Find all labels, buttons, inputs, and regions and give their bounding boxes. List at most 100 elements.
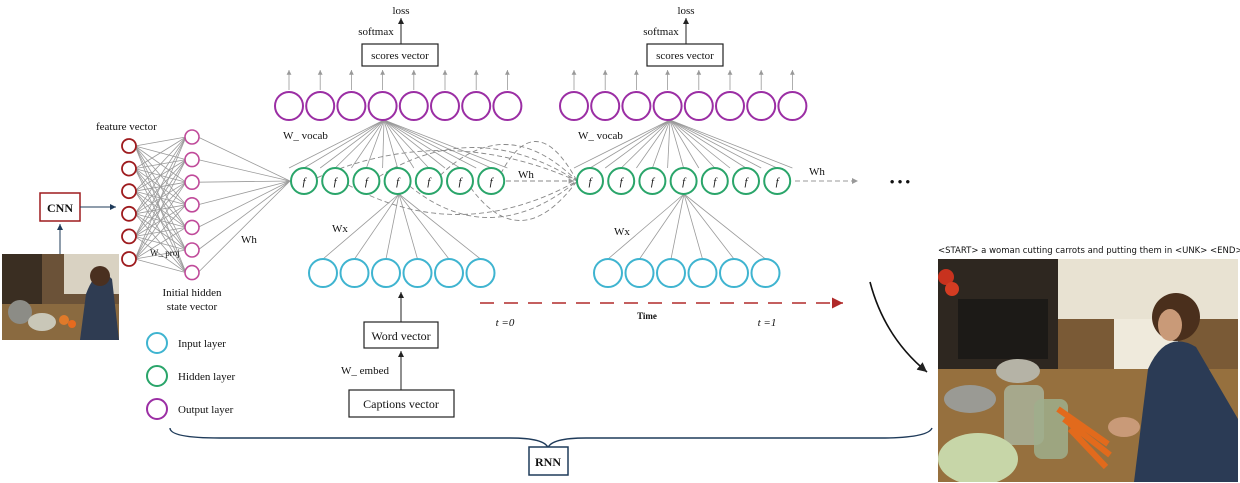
vocab-to-hidden-edge	[669, 119, 747, 169]
w-vocab-edge	[351, 119, 385, 169]
recurrent-dashed-edge	[465, 180, 578, 221]
hidden-node	[700, 167, 729, 195]
softmax-label-t1: softmax	[643, 26, 679, 38]
word-vector-label: Word vector	[371, 329, 430, 343]
wh-init-edge	[197, 180, 291, 206]
initial-hidden-node	[184, 219, 200, 236]
vocab-to-hidden-edge	[383, 119, 398, 169]
input-node	[371, 258, 401, 288]
hidden-node	[576, 167, 604, 195]
feature-node	[121, 160, 137, 177]
output-node	[305, 91, 336, 121]
input-node	[339, 258, 370, 288]
vocab-to-hidden-edge	[366, 119, 385, 169]
rnn-box	[528, 446, 569, 476]
proj-edge	[134, 227, 187, 260]
legend-label: Hidden layer	[178, 371, 235, 383]
w-vocab-edge	[636, 119, 671, 169]
output-node	[590, 91, 621, 121]
wx-edge	[398, 193, 481, 260]
hidden-node-f: f	[744, 176, 749, 188]
proj-edge	[134, 136, 187, 237]
output-node	[336, 91, 367, 121]
input-node	[687, 258, 718, 288]
recurrent-dashed-edge	[496, 141, 578, 182]
hidden-node	[477, 167, 506, 195]
hidden-node-f: f	[427, 176, 432, 188]
captions-vector-box	[348, 389, 455, 418]
input-node	[624, 258, 655, 288]
hidden-node-f: f	[396, 176, 401, 188]
hidden-node-f: f	[334, 176, 339, 188]
proj-edge	[134, 258, 187, 273]
output-node	[559, 91, 589, 121]
recurrent-dashed-edge	[434, 144, 578, 182]
legend-label: Output layer	[178, 404, 234, 416]
legend-label: Input layer	[178, 338, 226, 350]
legend-swatch	[146, 365, 168, 387]
feature-node	[121, 251, 137, 267]
input-node	[308, 258, 338, 288]
output-node	[398, 91, 429, 121]
hidden-node	[607, 167, 636, 195]
initial-hidden-node	[184, 197, 200, 213]
w-vocab-edge	[319, 119, 385, 169]
proj-edge	[134, 136, 187, 192]
cnn-label: CNN	[47, 201, 73, 215]
wx-edge	[607, 193, 685, 260]
w-vocab-edge	[383, 119, 477, 169]
hidden-node	[446, 167, 474, 195]
output-photo	[938, 259, 1238, 482]
wx-edge	[683, 193, 735, 260]
hidden-node	[321, 167, 350, 195]
hidden-node	[352, 167, 381, 195]
output-node	[683, 91, 714, 121]
wh-label-t0: Wh	[518, 169, 534, 181]
initial-hidden-node	[184, 174, 200, 190]
hidden-node	[383, 167, 412, 195]
initial-hidden-node	[184, 151, 200, 168]
hidden-node-f: f	[588, 176, 593, 188]
wx-label-t0: Wx	[332, 223, 348, 235]
output-node	[746, 91, 777, 121]
wx-edge	[398, 193, 418, 260]
output-node	[715, 91, 745, 121]
input-node	[719, 258, 749, 288]
w-vocab-edge	[383, 119, 446, 169]
hidden-node-f: f	[365, 176, 370, 188]
hidden-node-f: f	[713, 176, 718, 188]
wh-init-edge	[197, 136, 291, 182]
time-label: Time	[637, 311, 657, 321]
initial-hidden-node	[184, 242, 200, 258]
wx-edge	[385, 193, 400, 260]
wx-edge	[354, 193, 400, 260]
w-vocab-edge	[604, 119, 671, 169]
wx-edge	[398, 193, 450, 260]
recurrent-dashed-edge	[372, 147, 578, 182]
wx-label-t1: Wx	[614, 226, 630, 238]
hidden-node	[638, 167, 667, 195]
hidden-node-f: f	[458, 176, 463, 188]
wh-init-edge	[197, 180, 291, 251]
w-vocab-label-t1: W_ vocab	[578, 130, 623, 142]
hidden-node	[669, 167, 698, 195]
wh-init-edge	[197, 180, 291, 228]
initial-hidden-node	[184, 264, 200, 281]
output-node	[367, 91, 398, 121]
vocab-to-hidden-edge	[669, 119, 684, 169]
wx-edge	[683, 193, 766, 260]
t1-label: t =1	[758, 317, 777, 329]
vocab-to-hidden-edge	[669, 119, 716, 169]
proj-edge	[134, 136, 187, 260]
vocab-to-hidden-edge	[383, 119, 430, 169]
feature-vector-label: feature vector	[96, 121, 157, 133]
wh-init-edge	[197, 159, 291, 182]
output-caption: <START> a woman cutting carrots and putt…	[938, 246, 1240, 256]
hidden-node-f: f	[490, 176, 495, 188]
scores-vector-label-t1: scores vector	[656, 50, 714, 62]
proj-edge	[134, 204, 187, 260]
input-node	[750, 258, 781, 288]
word-vector-box	[363, 321, 439, 349]
